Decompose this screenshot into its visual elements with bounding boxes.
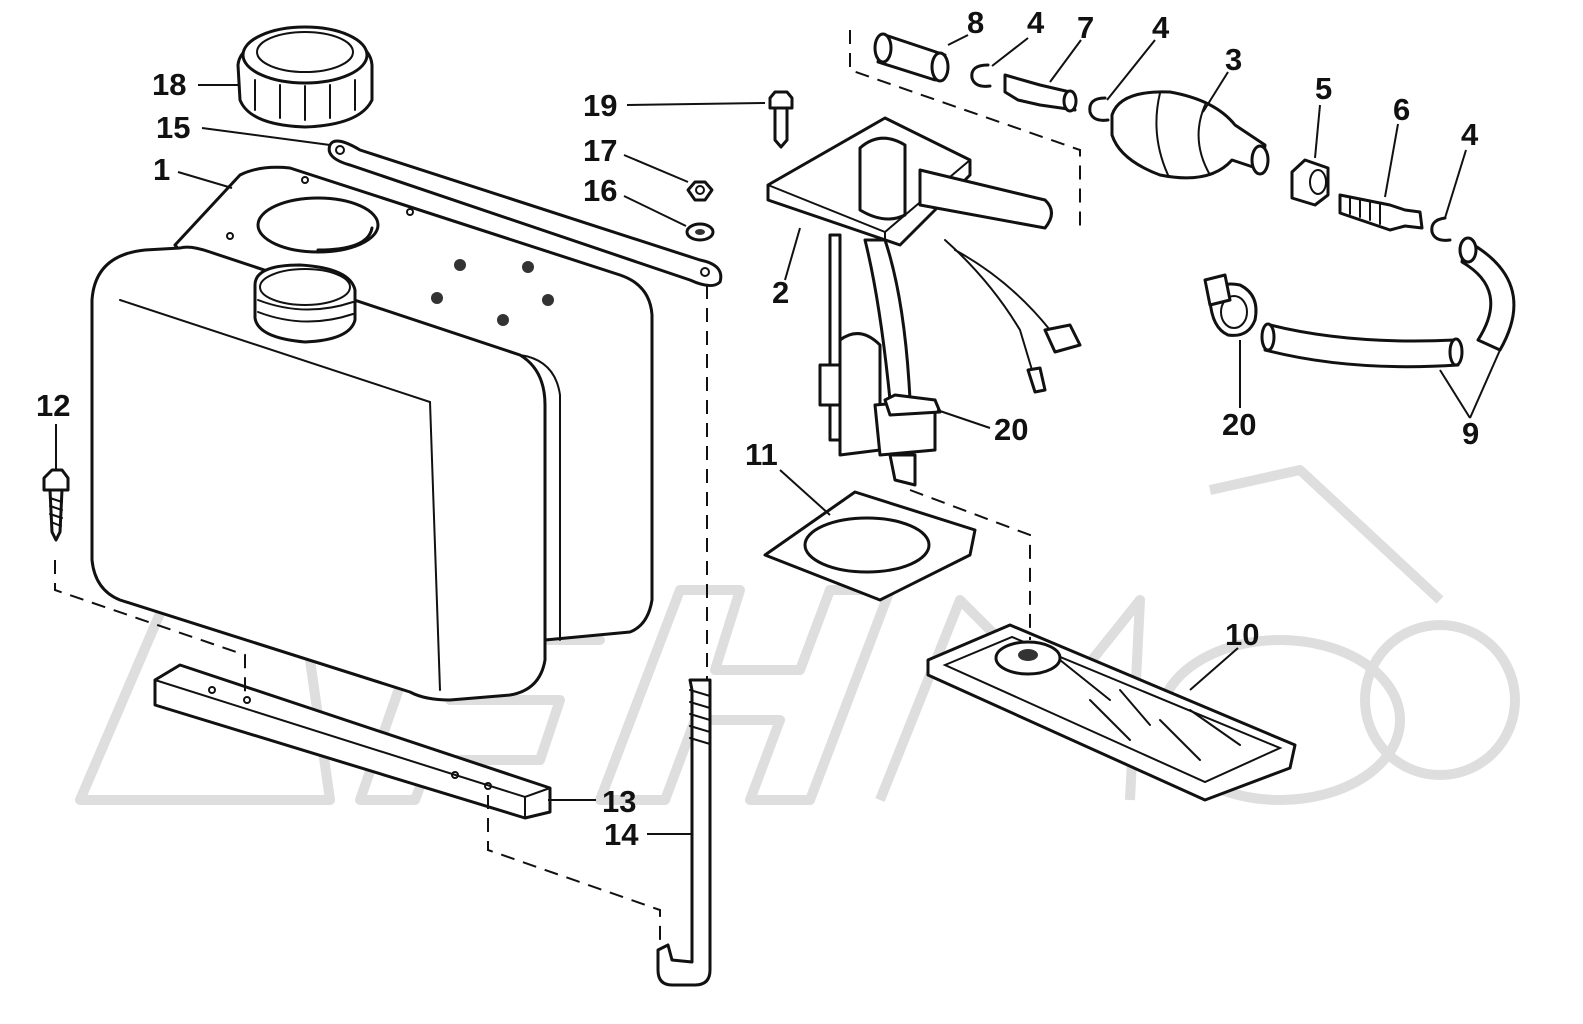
connector-6	[1338, 193, 1424, 232]
callout-5: 5	[1315, 71, 1332, 106]
callout-9: 9	[1462, 416, 1479, 451]
callout-14: 14	[604, 817, 639, 852]
callout-7: 7	[1077, 10, 1094, 45]
nut-5	[1290, 158, 1330, 207]
leader-lines	[55, 34, 1501, 835]
callout-4-b: 4	[1152, 10, 1170, 45]
callout-8: 8	[967, 5, 984, 40]
clip-4c	[1430, 216, 1452, 242]
callout-2: 2	[772, 275, 789, 310]
callout-20-a: 20	[994, 412, 1028, 447]
washer-16	[685, 222, 715, 242]
callout-4-c: 4	[1461, 117, 1479, 152]
callout-12: 12	[36, 388, 70, 423]
callout-11: 11	[745, 437, 778, 472]
mounting-bracket	[153, 663, 552, 820]
filler-cap	[236, 25, 374, 129]
callout-17: 17	[583, 133, 617, 168]
callout-16: 16	[583, 173, 617, 208]
callout-labels: 18 15 1 12 19 17 16 2 8 4 7 4 3 5 6 4 20…	[36, 5, 1479, 852]
callout-3: 3	[1225, 42, 1242, 77]
j-bolt	[656, 678, 712, 987]
tank-strap	[327, 139, 723, 287]
fitting-7	[1003, 73, 1078, 113]
bolt-19	[768, 90, 794, 149]
callout-18: 18	[152, 67, 186, 102]
gasket	[763, 490, 977, 602]
callout-20-b: 20	[1222, 407, 1256, 442]
screw-12	[42, 468, 70, 542]
callout-4-a: 4	[1027, 5, 1045, 40]
pickup-assembly	[766, 116, 1082, 487]
callout-13: 13	[602, 784, 636, 819]
sender-plate	[926, 623, 1297, 802]
hose-8	[873, 32, 950, 83]
callout-10: 10	[1225, 617, 1259, 652]
clip-4a	[970, 63, 992, 88]
fuel-tank	[90, 165, 654, 702]
alignment-lines	[54, 30, 1081, 945]
callout-1: 1	[153, 152, 170, 187]
callout-15: 15	[156, 110, 190, 145]
callout-6: 6	[1393, 92, 1410, 127]
clip-4b	[1088, 96, 1110, 122]
callout-19: 19	[583, 88, 617, 123]
nut-17	[686, 180, 714, 202]
hose-clamp	[1203, 273, 1258, 337]
hose-9	[1260, 236, 1516, 369]
primer-bulb	[1110, 90, 1270, 180]
